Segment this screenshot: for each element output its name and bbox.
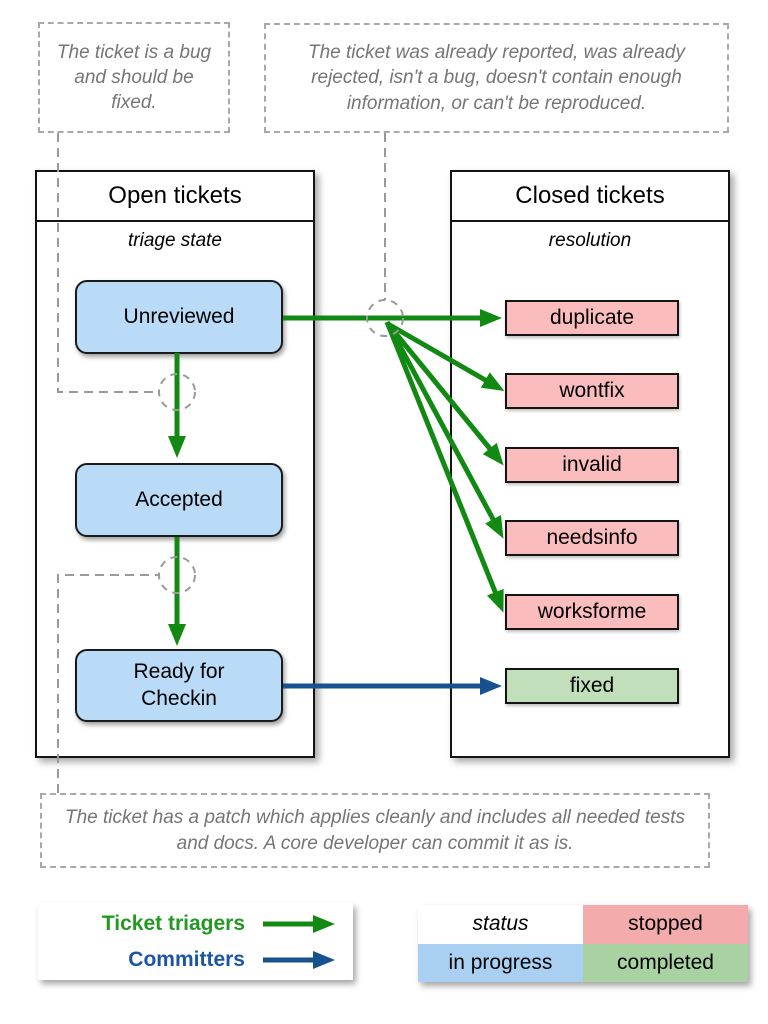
- open-tickets-subtitle: triage state: [128, 230, 222, 251]
- resolution-label-duplicate: duplicate: [549, 306, 635, 329]
- resolution-label-wontfix: wontfix: [559, 379, 625, 402]
- actors-legend: Ticket triagers Committers: [38, 903, 353, 980]
- resolution-box-needsinfo: needsinfo: [505, 520, 679, 556]
- resolution-box-worksforme: worksforme: [505, 594, 679, 630]
- status-key-stopped: stopped: [583, 905, 748, 944]
- status-key-completed: completed: [583, 943, 748, 982]
- resolution-label-invalid: invalid: [562, 453, 622, 476]
- open-tickets-title: Open tickets: [37, 172, 313, 222]
- callout-closed-text: The ticket was already reported, was alr…: [307, 42, 685, 114]
- status-key-in-progress: in progress: [418, 943, 583, 982]
- callout-patch-note: The ticket has a patch which applies cle…: [40, 793, 710, 868]
- status-color-key: status stopped in progress completed: [418, 905, 748, 982]
- resolution-label-worksforme: worksforme: [537, 600, 647, 623]
- annotation-circle-fanout: [366, 299, 404, 337]
- state-label-ready-for-checkin: Ready for Checkin: [133, 660, 225, 710]
- resolution-box-wontfix: wontfix: [505, 373, 679, 409]
- state-node-unreviewed: Unreviewed: [75, 280, 283, 354]
- state-node-ready-for-checkin: Ready for Checkin: [75, 649, 283, 722]
- closed-tickets-subtitle: resolution: [548, 230, 632, 251]
- legend-label-committers: Committers: [128, 947, 245, 971]
- state-label-accepted: Accepted: [135, 488, 223, 511]
- state-label-unreviewed: Unreviewed: [123, 305, 235, 328]
- legend-row-triagers: Ticket triagers: [42, 908, 339, 940]
- resolution-box-fixed: fixed: [505, 668, 679, 704]
- callout-closed-note: The ticket was already reported, was alr…: [264, 23, 729, 133]
- resolution-box-invalid: invalid: [505, 447, 679, 483]
- legend-label-triagers: Ticket triagers: [101, 911, 245, 935]
- resolution-label-needsinfo: needsinfo: [546, 526, 638, 549]
- status-key-header: status: [418, 905, 583, 944]
- closed-tickets-title: Closed tickets: [452, 172, 728, 222]
- blue-arrow-icon: [263, 950, 335, 969]
- state-node-accepted: Accepted: [75, 463, 283, 537]
- green-arrow-icon: [263, 914, 335, 933]
- callout-bug-text: The ticket is a bug and should be fixed.: [56, 41, 212, 114]
- callout-bug-note: The ticket is a bug and should be fixed.: [38, 22, 230, 133]
- callout-patch-text: The ticket has a patch which applies cle…: [65, 807, 685, 854]
- resolution-label-fixed: fixed: [569, 674, 615, 697]
- resolution-box-duplicate: duplicate: [505, 300, 679, 336]
- legend-row-committers: Committers: [42, 944, 339, 976]
